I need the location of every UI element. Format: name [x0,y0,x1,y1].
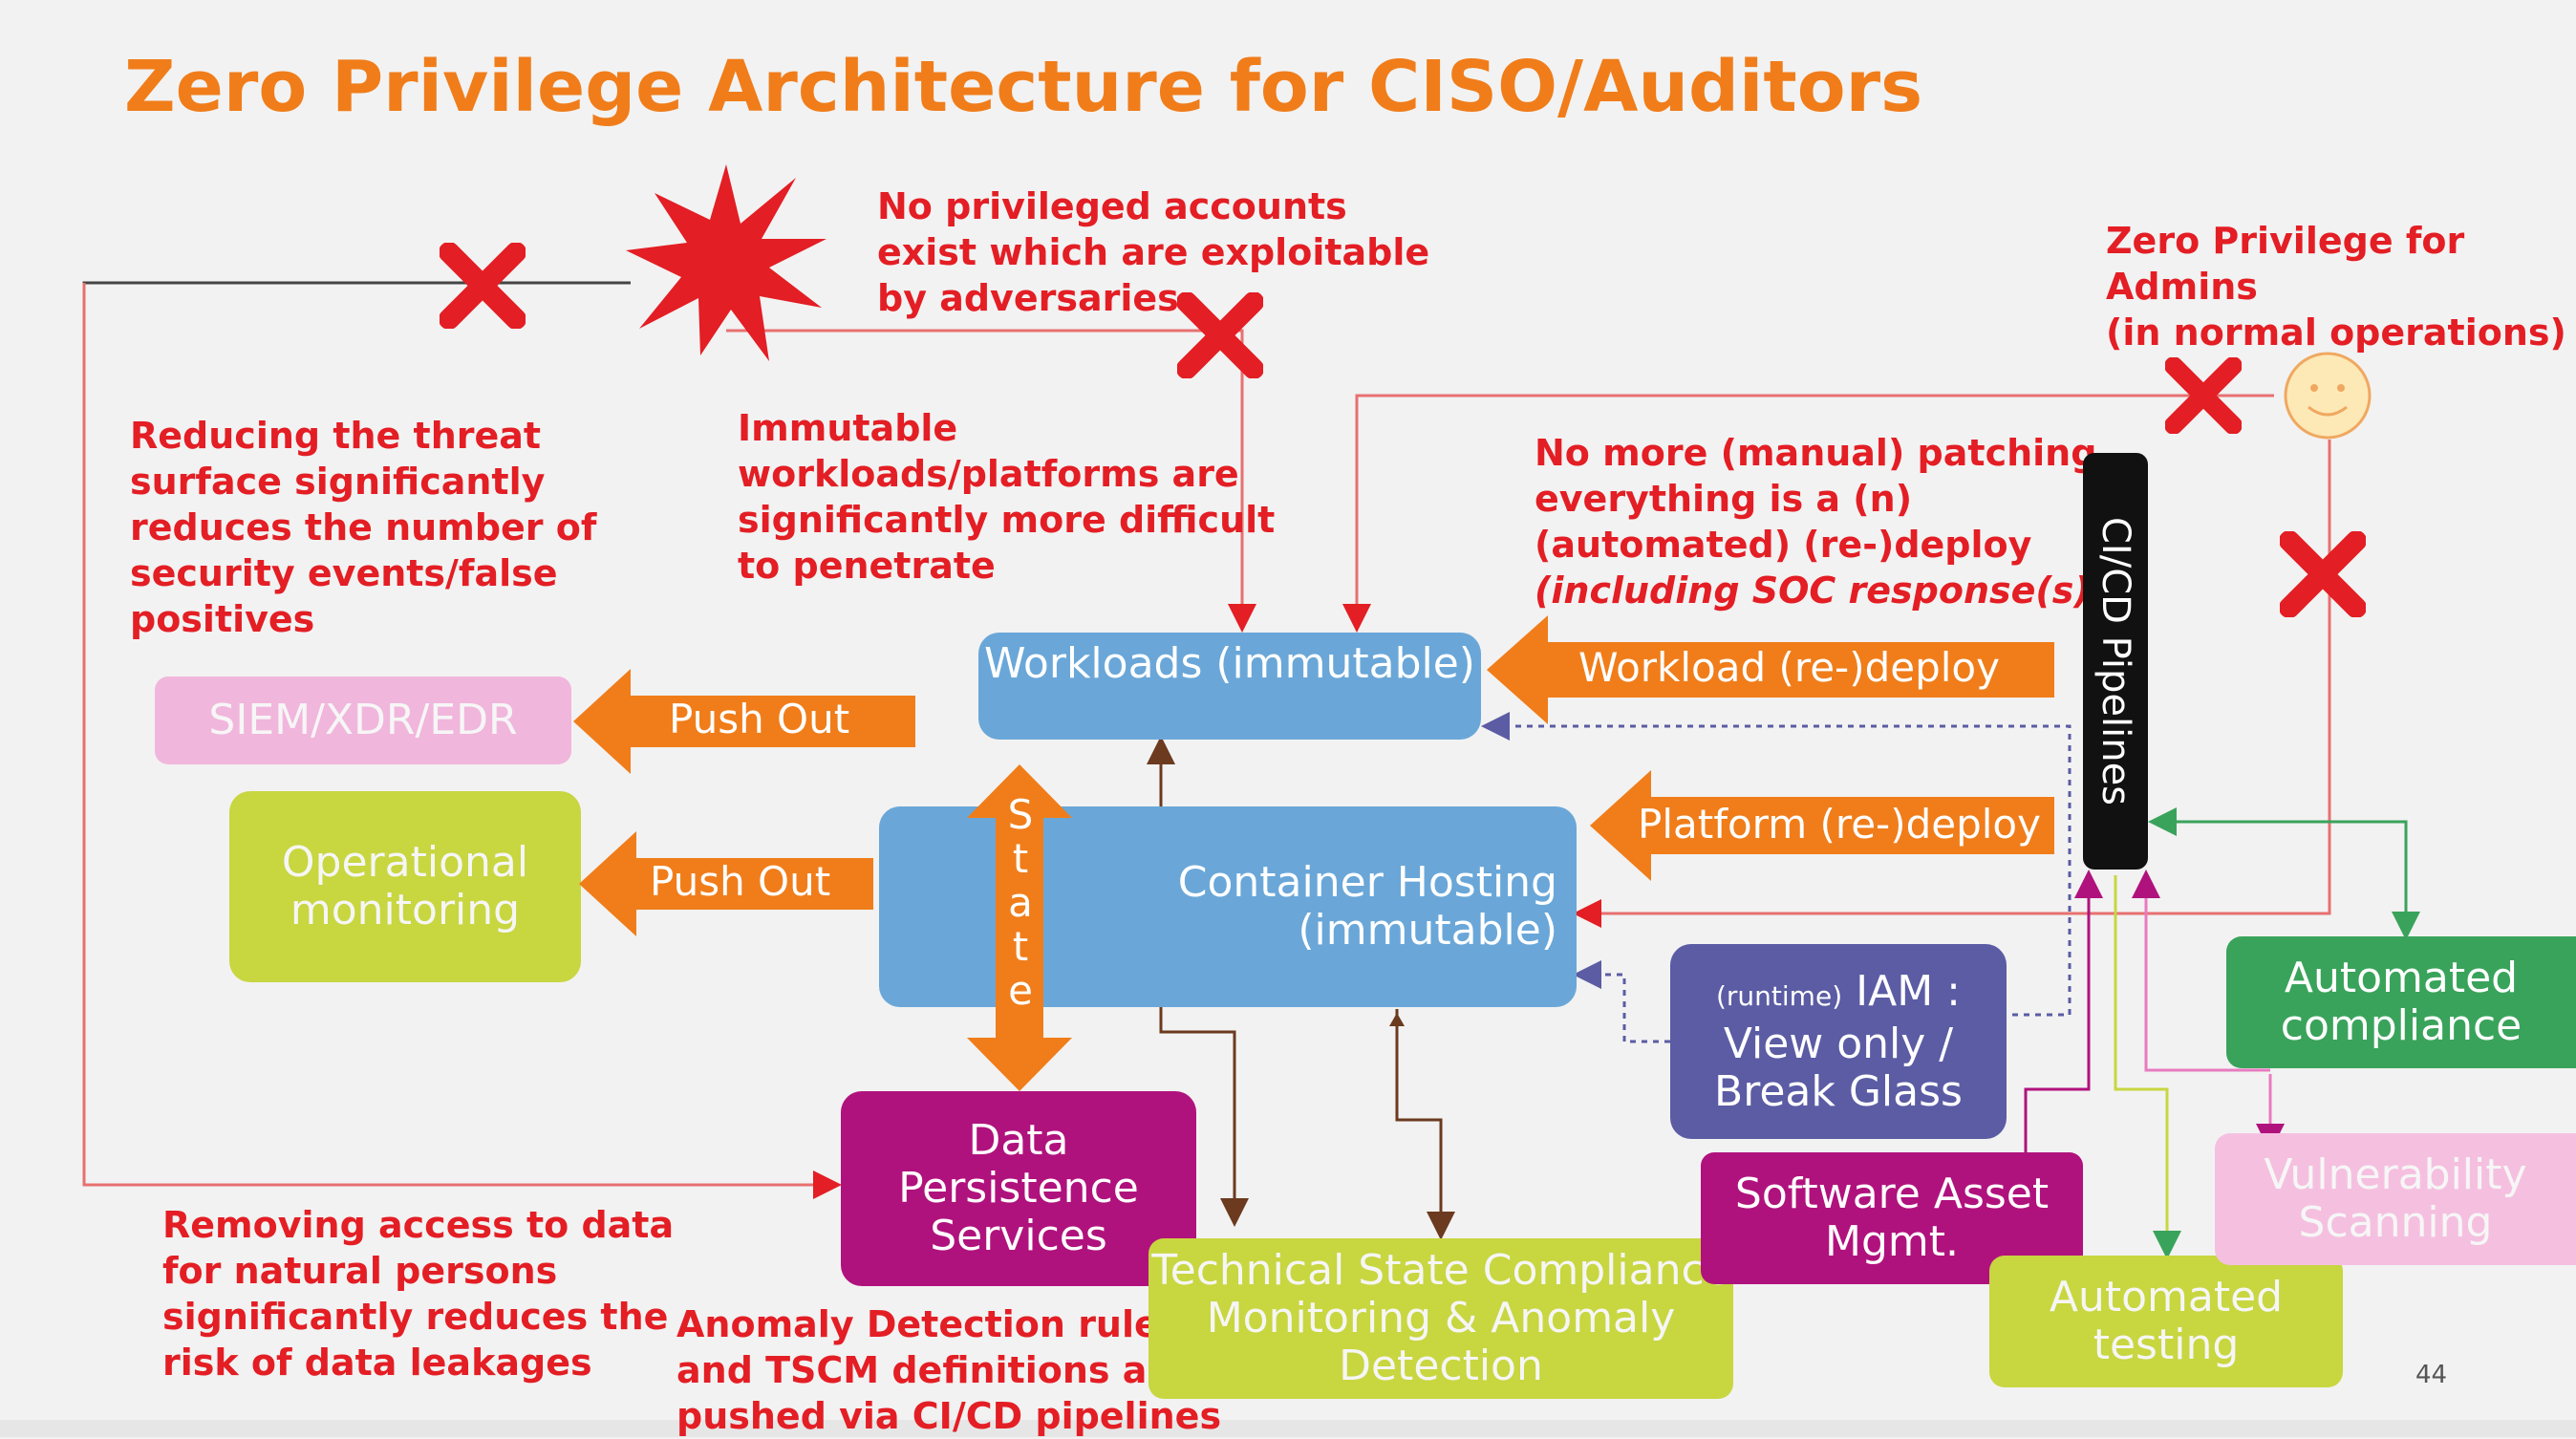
push-out-label-2: Push Out [650,858,831,905]
push-out-arrow-2: Push Out [579,831,873,936]
adversary-line [726,329,1256,633]
note-removing-access: Removing access to data for natural pers… [162,1204,675,1384]
workloads-box: Workloads (immutable) [978,633,1481,740]
admin-smiley-icon [2284,352,2372,440]
automated-compliance-box: Automated compliance [2226,936,2576,1068]
x-mark-icon [1177,292,1263,378]
x-mark-icon [2165,357,2242,434]
note-immutable: Immutable workloads/platforms are signif… [738,407,1276,587]
iam-runtime-label: (runtime) [1716,979,1843,1012]
explosion-icon [626,164,826,361]
page-title: Zero Privilege Architecture for CISO/Aud… [124,46,1923,128]
workload-deploy-label: Workload (re-)deploy [1578,644,2000,691]
iam-dotted-line [1481,712,2072,1017]
automated-testing-box: Automated testing [1989,1256,2343,1387]
page-number: 44 [2415,1361,2448,1389]
iam-label: IAM : View only / Break Glass [1714,966,1963,1116]
vulnerability-scanning-box: Vulnerability Scanning [2215,1133,2576,1265]
tscm-container-line [1395,1009,1455,1240]
container-hosting-box: Container Hosting (immutable) [879,806,1577,1007]
note-zero-privilege-admins: Zero Privilege for Admins (in normal ope… [2106,220,2566,354]
siem-xdr-edr-box: SIEM/XDR/EDR [155,677,571,764]
push-out-label-1: Push Out [669,696,850,742]
note-no-privileged: No privileged accounts exist which are e… [877,185,1430,319]
state-arrow [967,764,1072,1091]
x-mark-icon [2280,531,2366,617]
admin-line [1342,394,2274,633]
admin-container-line [1573,440,2331,928]
x-mark-icon [440,243,526,329]
sam-cicd-line [2024,870,2103,1152]
cicd-pipelines-bar: CI/CD Pipelines [2083,453,2148,870]
platform-deploy-label: Platform (re-)deploy [1638,801,2041,848]
push-out-arrow-1: Push Out [573,669,915,774]
data-persistence-box: Data Persistence Services [841,1091,1196,1286]
note-anomaly-rules: Anomaly Detection rules and TSCM definit… [676,1303,1222,1437]
note-no-more-patching: No more (manual) patching, everything is… [1535,432,2111,566]
operational-monitoring-box: Operational monitoring [229,791,581,982]
platform-deploy-arrow: Platform (re-)deploy [1590,770,2054,881]
note-soc-response: (including SOC response(s) !) [1535,569,2136,612]
cicd-label: CI/CD Pipelines [2093,516,2137,806]
iam-box: (runtime) IAM : View only / Break Glass [1670,944,2007,1139]
vuln-cicd-line [2132,870,2270,1072]
tscm-box: Technical State Compliance Monitoring & … [1148,1238,1733,1399]
note-reducing-threat: Reducing the threat surface significantl… [130,415,597,640]
workload-deploy-arrow: Workload (re-)deploy [1487,615,2054,724]
testing-cicd-line [2114,875,2169,1254]
compliance-cicd-line [2148,807,2408,934]
